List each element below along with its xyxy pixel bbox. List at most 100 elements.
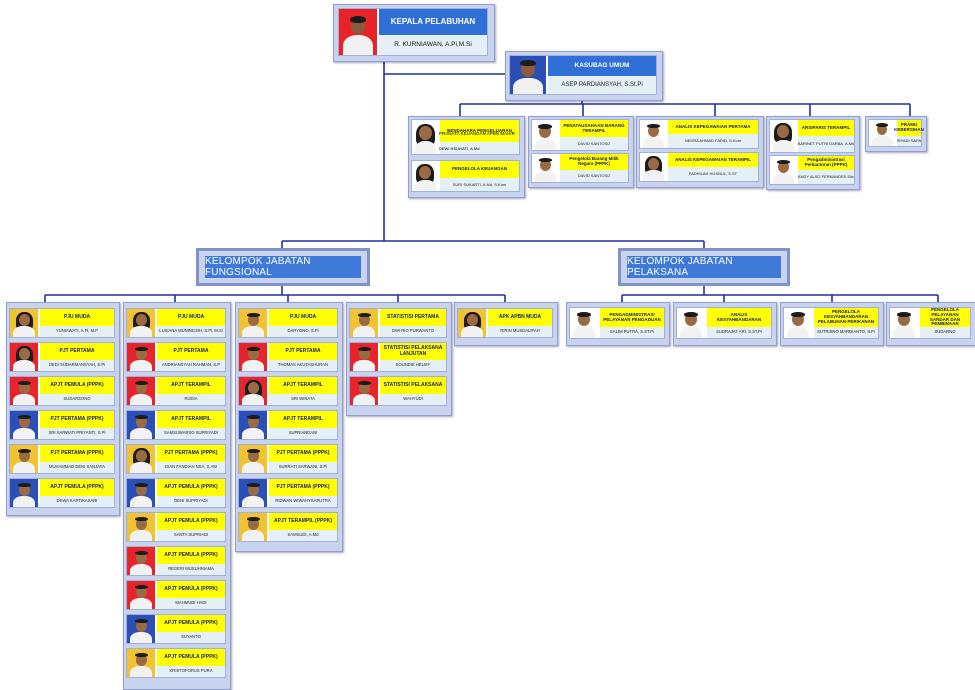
staff-card[interactable]: APJT PEMULA (PPPK)SANTA SUPRIADI bbox=[126, 512, 226, 542]
staff-name bbox=[440, 142, 519, 154]
staff-name: SURYADI SAPAWI bbox=[897, 136, 921, 146]
head-name: R. KURNIAWAN, A.Pi,M.Si bbox=[379, 35, 487, 55]
staff-photo bbox=[127, 343, 155, 371]
staff-photo bbox=[770, 156, 796, 184]
staff-card[interactable]: APJT PEMULA (PPPK)REGERI MUSUHNIAMA bbox=[126, 546, 226, 576]
staff-card[interactable]: APJT PEMULA (PPPK)MAHMUDI HADI bbox=[126, 580, 226, 610]
staff-card[interactable]: PJT PERTAMA (PPPK)SURRATI SARWANI, S.Pi bbox=[238, 444, 338, 474]
staff-title: STATISTISI PELAKSANA LANJUTAN bbox=[380, 343, 446, 360]
staff-photo bbox=[127, 445, 155, 473]
staff-name: SURI SUKARTI, A.Md, S.Kom bbox=[440, 178, 519, 191]
staff-card[interactable]: APJT PEMULA (PPPK)DEWA KARTIKASARI bbox=[9, 478, 115, 508]
staff-name: YUNIAWATI, A.Pi, M.P bbox=[40, 326, 114, 337]
staff-title: PJU MUDA bbox=[40, 309, 114, 326]
staff-name: DARYONO, S.Pi bbox=[269, 326, 337, 337]
staff-title: PJU MUDA bbox=[269, 309, 337, 326]
staff-card[interactable]: APJT PEMULA (PPPK)SUDARSONO bbox=[9, 376, 115, 406]
staff-photo bbox=[869, 120, 895, 146]
head-card[interactable]: KEPALA PELABUHAN R. KURNIAWAN, A.Pi,M.Si bbox=[338, 8, 488, 56]
staff-title: APJT TERAMPIL bbox=[157, 411, 225, 428]
staff-photo bbox=[10, 445, 38, 473]
staff-card[interactable]: Pengelola Barang Milik Negara (PPPK)DAVI… bbox=[531, 153, 629, 183]
staff-name: SUPRIANDANI bbox=[269, 428, 337, 439]
kasubag-photo bbox=[510, 56, 546, 94]
staff-card[interactable]: PENGELOLA KESYAHBANDARAN PELABUHAN PERIK… bbox=[783, 307, 879, 339]
staff-photo bbox=[127, 377, 155, 405]
staff-title: PJT PERTAMA (PPPK) bbox=[269, 445, 337, 462]
staff-card[interactable]: PRAMU KEBERSIHANSURYADI SAPAWI bbox=[868, 119, 924, 147]
staff-card[interactable]: APJT PEMULA (PPPK)SUYANTO bbox=[126, 614, 226, 644]
staff-photo bbox=[350, 343, 378, 371]
staff-name: MAHMUDI HADI bbox=[157, 598, 225, 609]
staff-name: SRI WINATA bbox=[269, 394, 337, 405]
staff-name: REGERI MUSUHNIAMA bbox=[157, 564, 225, 575]
staff-name: RUDIA bbox=[157, 394, 225, 405]
staff-card[interactable]: PENGELOLA PELAYANAN SANDAR DAN PEMBINAAN… bbox=[889, 307, 971, 339]
staff-photo bbox=[127, 547, 155, 575]
staff-name: SALIM PUTRA, S.ST.Pi bbox=[600, 327, 664, 338]
staff-photo bbox=[412, 120, 438, 154]
staff-name: SRI SARWATI PRIYANTI, S.Pi bbox=[40, 428, 114, 439]
staff-title: PJT PERTAMA bbox=[269, 343, 337, 360]
staff-title: APJT TERAMPIL bbox=[269, 411, 337, 428]
staff-name: KRISTOFORUS PURA bbox=[157, 666, 225, 677]
staff-photo bbox=[10, 343, 38, 371]
kasubag-card[interactable]: KASUBAG UMUM ASEP PARDIANSYAH, S.St.Pi bbox=[509, 55, 657, 95]
staff-name: SAMSUWARSO SUPRIYADI bbox=[157, 428, 225, 439]
staff-photo bbox=[350, 377, 378, 405]
staff-name: SOUNDIE HELMY bbox=[380, 360, 446, 371]
staff-name: DAVID SANTOSO bbox=[560, 137, 628, 150]
staff-name: SAMSUDI, A.Md bbox=[269, 530, 337, 541]
group-pelaksana[interactable]: KELOMPOK JABATAN PELAKSANA bbox=[618, 248, 790, 286]
staff-title: PENGELOLA KESYAHBANDARAN PELABUHAN PERIK… bbox=[814, 308, 878, 327]
staff-name: ANDRIANSYAH RAHMAN, S.P bbox=[157, 360, 225, 371]
staff-card[interactable]: BENDAHARA PENGELUARAN bbox=[411, 119, 520, 155]
staff-title: APJT PEMULA (PPPK) bbox=[40, 479, 114, 496]
staff-title: PRAMU KEBERSIHAN bbox=[894, 120, 924, 136]
group-fungsional[interactable]: KELOMPOK JABATAN FUNGSIONAL bbox=[196, 248, 370, 286]
staff-name: THOMAS AKUTASHURAN bbox=[269, 360, 337, 371]
staff-name: FADHILAH HUSNUL, S.ST bbox=[668, 167, 758, 181]
staff-card[interactable]: APJT TERAMPIL (PPPK)SAMSUDI, A.Md bbox=[238, 512, 338, 542]
group-pelaksana-label: KELOMPOK JABATAN PELAKSANA bbox=[627, 256, 781, 278]
staff-photo bbox=[10, 479, 38, 507]
staff-photo bbox=[239, 513, 267, 541]
staff-name: SUDRAJAT ARI, S.ST.Pi bbox=[707, 327, 771, 338]
staff-card[interactable]: PJT PERTAMA (PPPK)RIDWAN WIWAHYSAPUTRA bbox=[238, 478, 338, 508]
staff-name: MUHAMMAD DENI SANJAYA bbox=[40, 462, 114, 473]
staff-title: STATISTISI PELAKSANA bbox=[380, 377, 446, 394]
staff-card[interactable]: APJT PEMULA (PPPK)KRISTOFORUS PURA bbox=[126, 648, 226, 678]
staff-card[interactable]: Pengadministrasi Perkantoran (PPPK)SANDY… bbox=[769, 155, 855, 185]
group-fungsional-label: KELOMPOK JABATAN FUNGSIONAL bbox=[205, 256, 361, 278]
staff-card[interactable]: PJT PERTAMA (PPPK)DIAN FANDIAH NSA, S.AM bbox=[126, 444, 226, 474]
staff-card[interactable]: APJT PEMULA (PPPK)DENI SUPRIYADI bbox=[126, 478, 226, 508]
staff-card[interactable]: PJT PERTAMA (PPPK)MUHAMMAD DENI SANJAYA bbox=[9, 444, 115, 474]
staff-photo bbox=[350, 309, 378, 337]
staff-title: APK APBN MUDA bbox=[488, 309, 552, 326]
staff-title: Pengadministrasi Perkantoran (PPPK) bbox=[798, 156, 854, 170]
staff-photo bbox=[127, 615, 155, 643]
staff-card[interactable]: PJT PERTAMA (PPPK)SRI SARWATI PRIYANTI, … bbox=[9, 410, 115, 440]
